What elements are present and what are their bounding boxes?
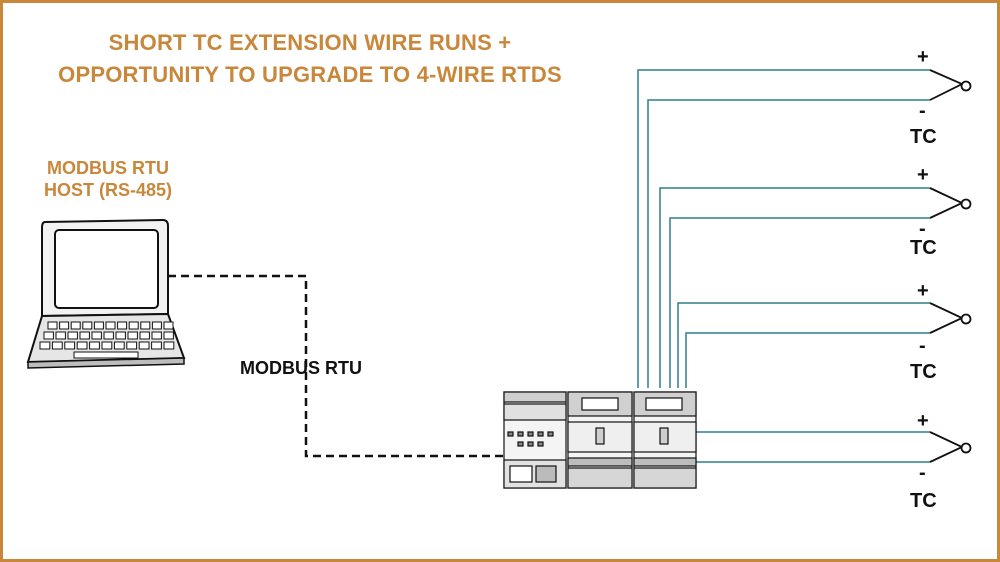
keyboard-key — [105, 321, 116, 330]
keyboard-key — [117, 321, 128, 330]
keyboard-key — [93, 321, 104, 330]
keyboard-key — [51, 341, 63, 350]
keyboard-key — [163, 321, 174, 330]
keyboard-key — [163, 341, 175, 350]
thermocouple-junction-icon — [929, 431, 972, 463]
tc-extension-wires — [637, 69, 930, 463]
keyboard-key — [103, 331, 114, 340]
keyboard-key — [138, 341, 150, 350]
keyboard-key — [47, 321, 58, 330]
diagram-title-line-1: SHORT TC EXTENSION WIRE RUNS + — [108, 30, 512, 55]
tc-2-plus-label: + — [917, 164, 929, 186]
keyboard-key — [151, 321, 162, 330]
tc-2-label: TC — [910, 237, 937, 259]
thermocouple-junctions — [929, 69, 972, 463]
tc-2-minus-label: - — [919, 218, 926, 240]
tc-1-plus-label: + — [917, 46, 929, 68]
keyboard-key — [82, 321, 93, 330]
tc-4-minus-label: - — [919, 462, 926, 484]
tc-3-minus-label: - — [919, 335, 926, 357]
keyboard-key — [91, 331, 102, 340]
tc-3-plus-label: + — [917, 280, 929, 302]
keyboard-key — [126, 341, 138, 350]
tc-3-label: TC — [910, 361, 937, 383]
keyboard-key — [140, 321, 151, 330]
keyboard-key — [151, 331, 162, 340]
keyboard-key — [113, 341, 125, 350]
keyboard-key — [127, 331, 138, 340]
keyboard-key — [64, 341, 76, 350]
keyboard-key — [76, 341, 88, 350]
keyboard-key — [139, 331, 150, 340]
tc-4-plus-label: + — [917, 410, 929, 432]
keyboard-key — [70, 321, 81, 330]
tc-1-label: TC — [910, 126, 937, 148]
din-rail-io-module-icon — [503, 391, 697, 489]
laptop-icon — [26, 218, 186, 369]
thermocouple-junction-icon — [929, 187, 972, 219]
keyboard-key — [115, 331, 126, 340]
modbus-link-label: MODBUS RTU — [240, 358, 362, 378]
keyboard-key — [67, 331, 78, 340]
keyboard-key — [39, 341, 51, 350]
keyboard-key — [101, 341, 113, 350]
host-label-line-2: HOST (RS-485) — [43, 180, 173, 200]
keyboard-key — [151, 341, 162, 350]
tc-1-minus-label: - — [919, 100, 926, 122]
keyboard-key — [89, 341, 100, 350]
keyboard-key — [55, 331, 66, 340]
diagram-title-line-2: OPPORTUNITY TO UPGRADE TO 4-WIRE RTDS — [58, 62, 562, 87]
thermocouple-junction-icon — [929, 69, 972, 101]
keyboard-spacebar — [73, 351, 139, 359]
modbus-rtu-dashed-link — [168, 274, 504, 458]
thermocouple-junction-icon — [929, 302, 972, 334]
keyboard-key — [128, 321, 139, 330]
tc-4-label: TC — [910, 490, 937, 512]
keyboard-key — [79, 331, 90, 340]
keyboard-key — [59, 321, 70, 330]
host-label-line-1: MODBUS RTU — [47, 158, 169, 178]
keyboard-key — [163, 331, 174, 340]
keyboard-key — [43, 331, 54, 340]
